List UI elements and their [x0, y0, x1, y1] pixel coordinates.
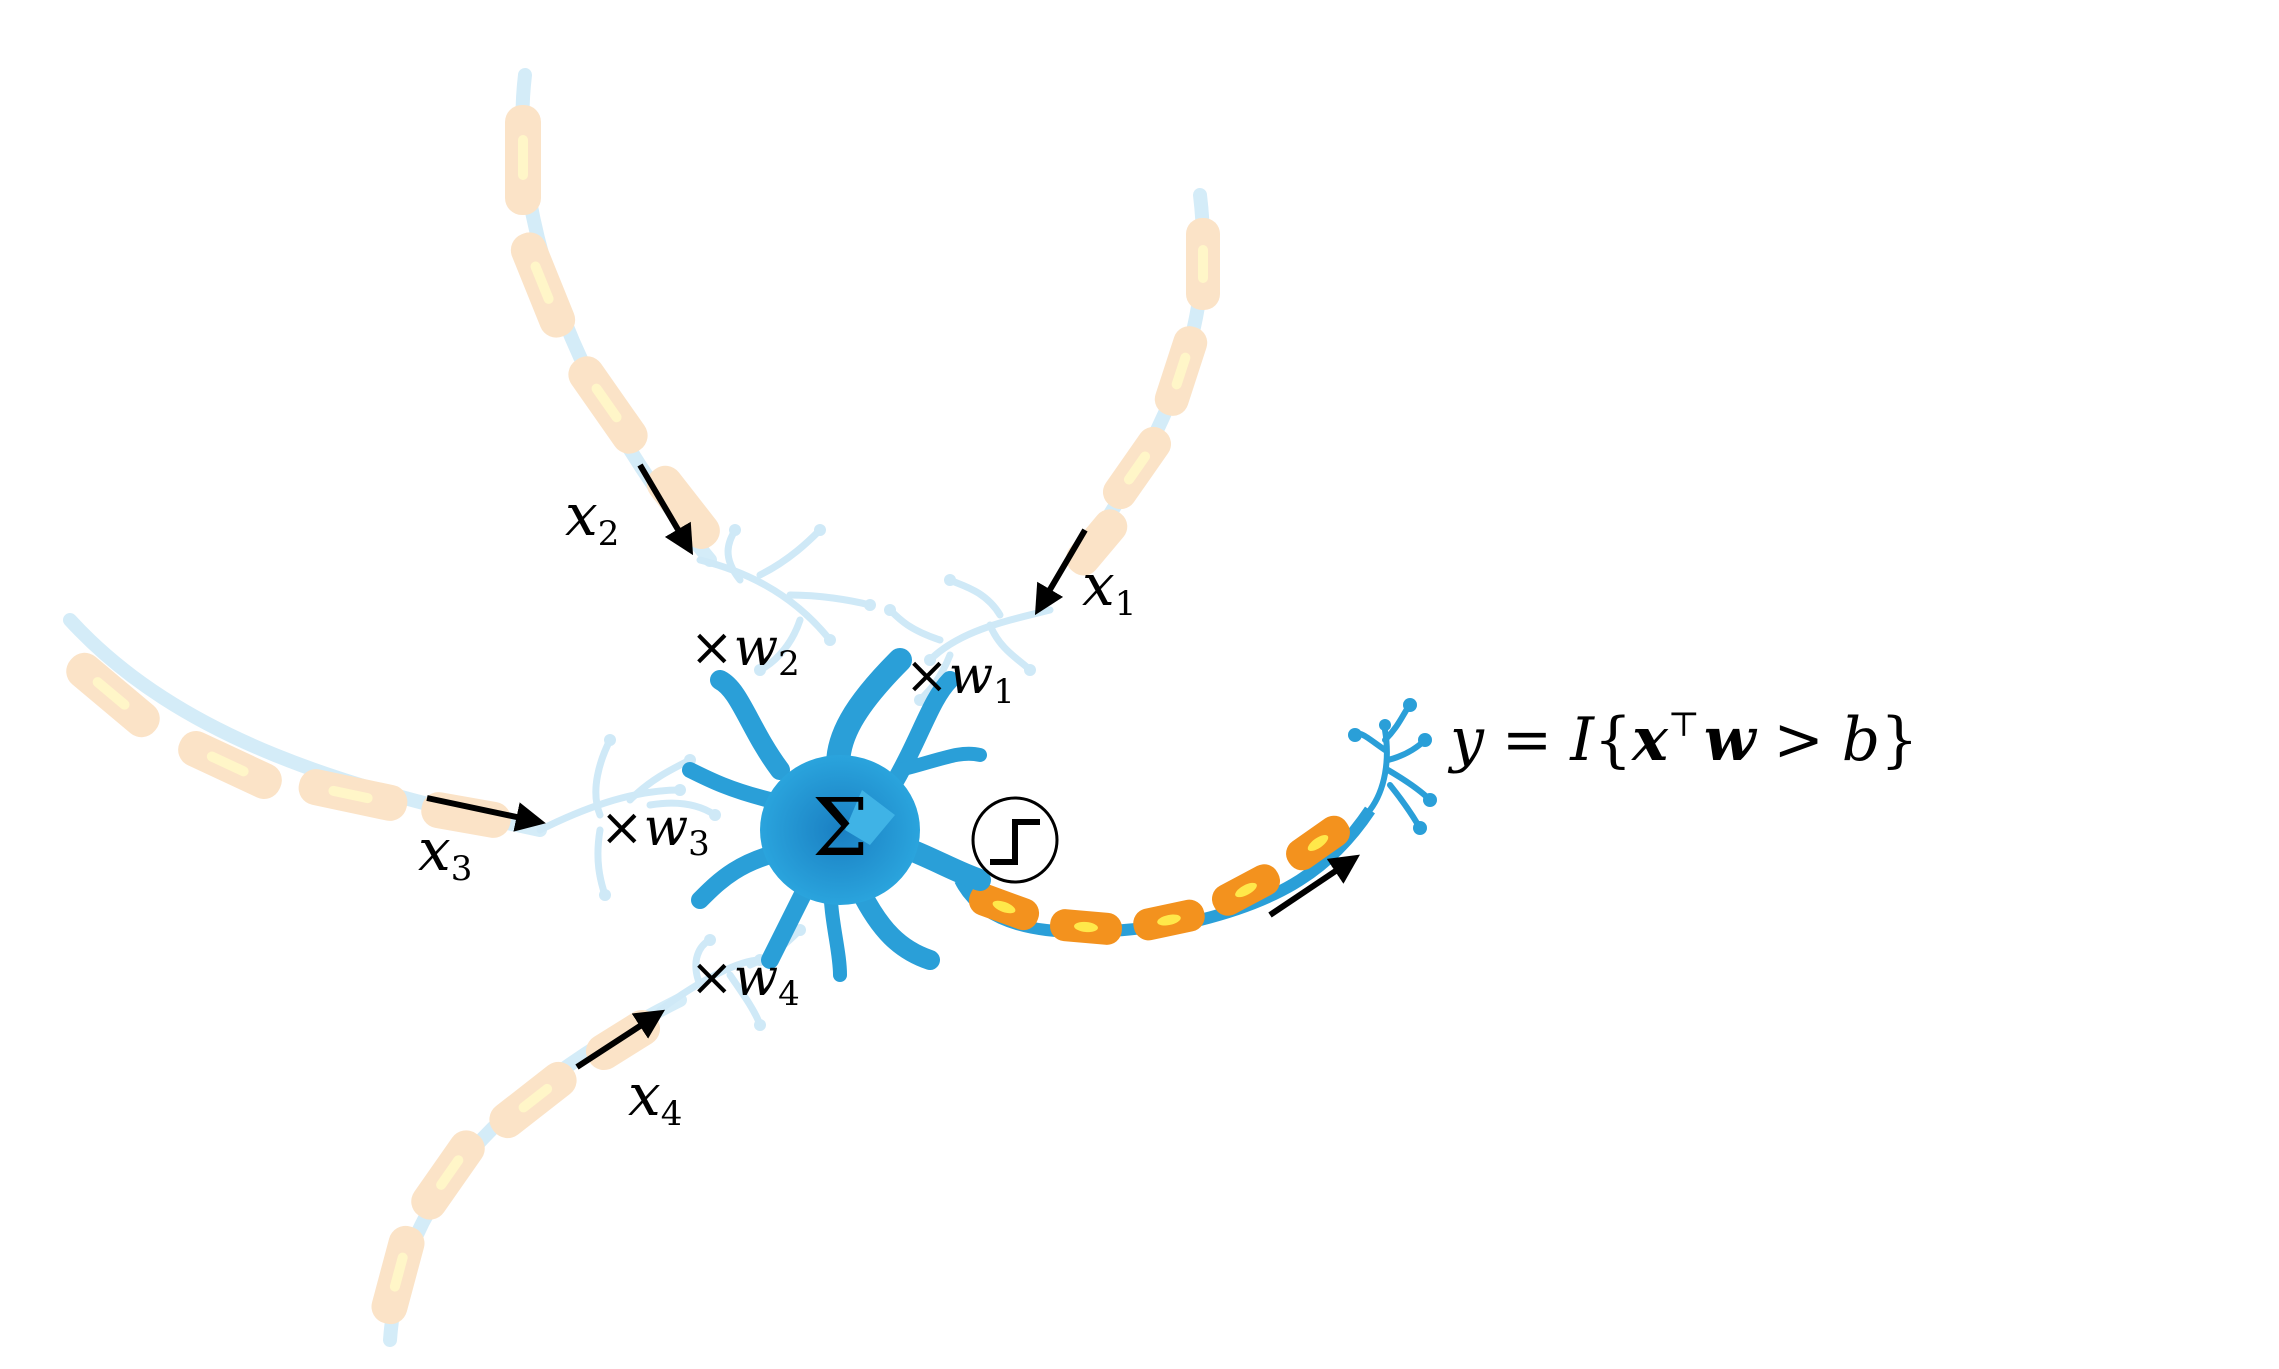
- label-w2: ×w2: [690, 618, 800, 684]
- arrow-x1: [1034, 528, 1088, 616]
- label-w3: ×w3: [600, 798, 710, 864]
- axon-terminal: [1348, 698, 1437, 835]
- label-x4: x4: [628, 1061, 682, 1134]
- label-x3: x3: [418, 816, 472, 889]
- input-arrows: [426, 463, 1360, 1070]
- label-w4: ×w4: [690, 948, 800, 1014]
- output-equation: y=I{x⊤w>b}: [1447, 705, 1918, 775]
- arrow-x3: [426, 795, 546, 832]
- output-axon: [954, 806, 1375, 945]
- input-axon-4: [371, 993, 687, 1347]
- soma: [682, 648, 991, 982]
- label-x2: x2: [565, 481, 619, 554]
- sigma-symbol: Σ: [812, 781, 869, 874]
- step-function-icon: [971, 796, 1059, 884]
- input-axon-1: [1066, 188, 1220, 576]
- arrow-x2: [637, 463, 694, 556]
- input-axon-3: [63, 613, 547, 838]
- input-axon-2: [505, 68, 720, 567]
- arrow-output: [1268, 854, 1360, 918]
- arrow-x4: [575, 1009, 666, 1070]
- label-w1: ×w1: [905, 646, 1015, 712]
- label-x1: x1: [1082, 551, 1136, 624]
